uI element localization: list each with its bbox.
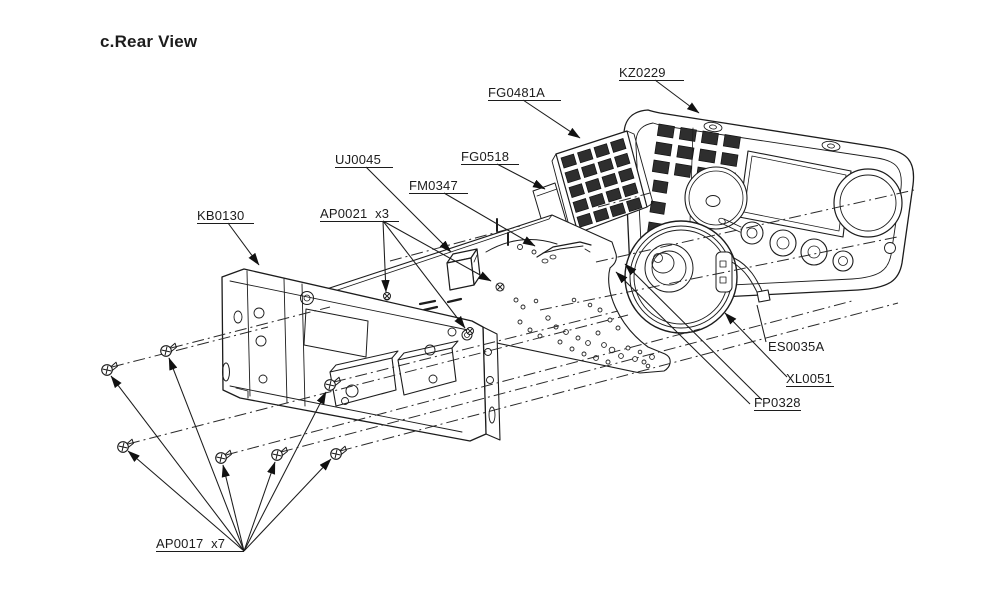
part-uj0045-block	[446, 248, 481, 291]
label-kb0130: KB0130	[197, 208, 244, 223]
label-fg0518: FG0518	[461, 149, 509, 164]
label-uj0045: UJ0045	[335, 152, 381, 167]
label-fg0481a: FG0481A	[488, 85, 545, 100]
centerlines	[111, 189, 915, 456]
label-kz0229: KZ0229	[619, 65, 666, 80]
page-title: c.Rear View	[100, 32, 198, 51]
label-underlines	[156, 80, 834, 552]
part-xl0051-speaker	[624, 220, 738, 334]
label-ap0021: AP0021 x3	[320, 206, 389, 221]
part-es0035a-connector	[731, 257, 771, 303]
part-fg0481a-keypad	[551, 130, 654, 238]
part-fp0328-board	[283, 214, 671, 374]
leader-lines	[110, 79, 788, 552]
label-fp0328: FP0328	[754, 395, 801, 410]
part-ap0021-screws	[383, 282, 505, 335]
part-kb0130-chassis	[221, 268, 501, 442]
label-fm0347: FM0347	[409, 178, 458, 193]
label-xl0051: XL0051	[786, 371, 832, 386]
label-ap0017: AP0017 x7	[156, 536, 225, 551]
part-fm0347-bracket	[536, 241, 592, 264]
label-es0035a: ES0035A	[768, 339, 824, 354]
